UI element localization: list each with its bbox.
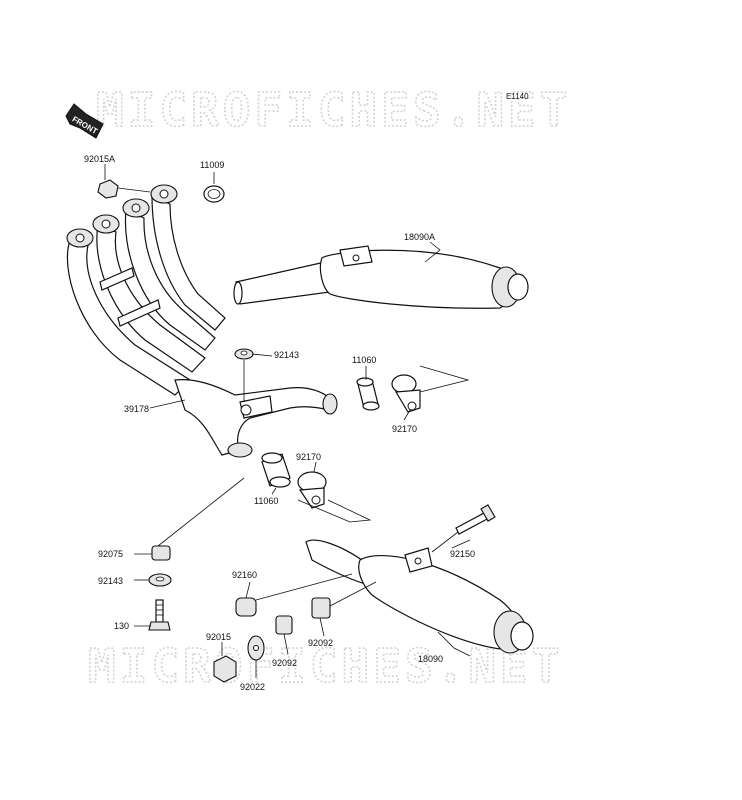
label-92170-right[interactable]: 92170: [392, 424, 417, 434]
label-92075[interactable]: 92075: [98, 549, 123, 559]
sleeve-11060-right[interactable]: [356, 377, 380, 411]
label-92092-a[interactable]: 92092: [272, 658, 297, 668]
damper-92160[interactable]: [235, 573, 353, 617]
washer-92143-lower[interactable]: [148, 573, 172, 587]
label-11060-right[interactable]: 11060: [352, 355, 376, 365]
clamp-92170-lower[interactable]: [297, 471, 372, 523]
grommet-92092-b[interactable]: [311, 581, 377, 619]
label-92143-top[interactable]: 92143: [274, 350, 299, 360]
nut-92015A[interactable]: [97, 179, 151, 199]
bolt-130[interactable]: [148, 599, 171, 631]
muffler-upper[interactable]: [233, 245, 529, 309]
nut-92015[interactable]: [213, 655, 237, 683]
bolt-92150[interactable]: [431, 504, 496, 553]
muffler-lower[interactable]: [305, 539, 534, 654]
label-39178[interactable]: 39178: [124, 404, 149, 414]
label-18090[interactable]: 18090: [418, 654, 443, 664]
gasket-11009[interactable]: [203, 185, 225, 203]
label-18090A[interactable]: 18090A: [404, 232, 435, 242]
washer-92143-top[interactable]: [234, 348, 254, 402]
figure-code: E1140: [506, 92, 529, 101]
label-92170-lower[interactable]: 92170: [296, 452, 321, 462]
label-11009[interactable]: 11009: [200, 160, 224, 170]
label-92160[interactable]: 92160: [232, 570, 257, 580]
exhaust-header-pipes[interactable]: [66, 184, 338, 458]
label-92022[interactable]: 92022: [240, 682, 265, 692]
label-92015A[interactable]: 92015A: [84, 154, 115, 164]
watermark-bottom: MICROFICHES.NET: [88, 639, 563, 693]
label-92015[interactable]: 92015: [206, 632, 231, 642]
label-11060-lower[interactable]: 11060: [254, 496, 278, 506]
watermark-top: MICROFICHES.NET: [96, 83, 571, 137]
grommet-92092-a[interactable]: [275, 615, 293, 635]
damper-92075[interactable]: [151, 477, 245, 561]
clamp-92170-right[interactable]: [391, 365, 470, 413]
label-92150[interactable]: 92150: [450, 549, 475, 559]
label-92092-b[interactable]: 92092: [308, 638, 333, 648]
label-92143-lower[interactable]: 92143: [98, 576, 123, 586]
washer-92022[interactable]: [247, 635, 265, 661]
sleeve-11060-lower[interactable]: [261, 452, 291, 488]
leader-lines: [104, 164, 471, 678]
label-130[interactable]: 130: [114, 621, 129, 631]
